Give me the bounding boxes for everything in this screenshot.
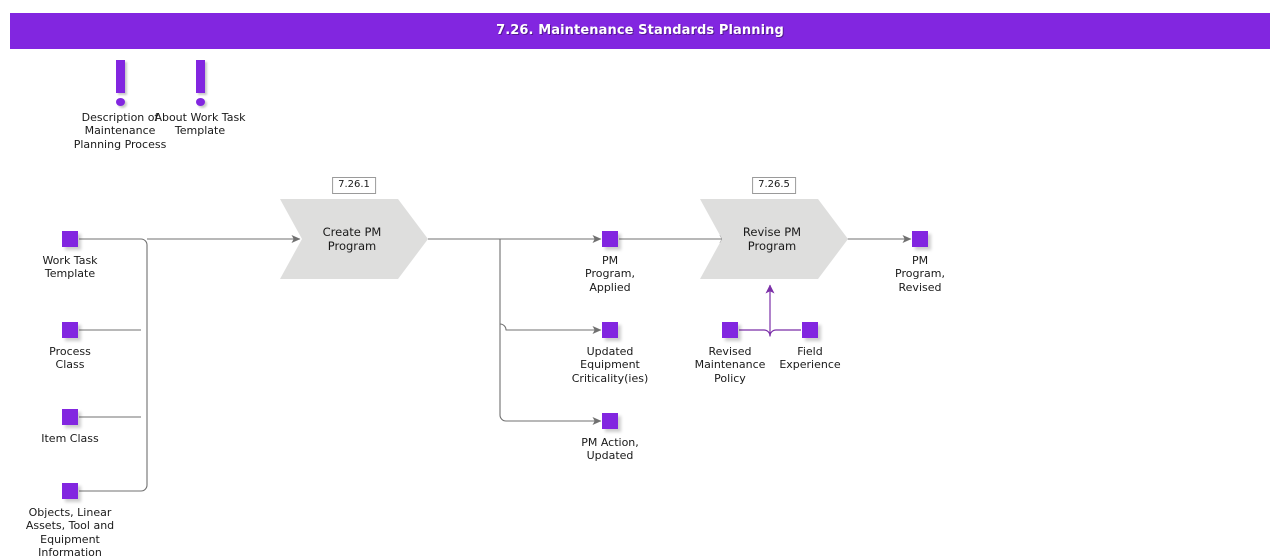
node-label: Process Class (49, 345, 91, 372)
node-updated-equipment-criticality[interactable]: Updated Equipment Criticality(ies) (535, 322, 685, 385)
node-label: Field Experience (779, 345, 841, 372)
process-id-badge: 7.26.1 (332, 177, 376, 194)
node-label: PM Program, Revised (895, 254, 945, 294)
note-marker[interactable]: About Work Task Template (140, 60, 260, 138)
process-revise-pm-program[interactable]: 7.26.5 Revise PM Program (700, 177, 848, 279)
node-pm-program-revised[interactable]: PM Program, Revised (845, 231, 995, 294)
node-field-experience[interactable]: Field Experience (735, 322, 885, 372)
data-object-icon (62, 409, 78, 425)
node-pm-action-updated[interactable]: PM Action, Updated (535, 413, 685, 463)
note-label: Description of Maintenance Planning Proc… (73, 111, 167, 151)
node-pm-program-applied[interactable]: PM Program, Applied (535, 231, 685, 294)
node-label: Item Class (41, 432, 99, 445)
data-object-icon (602, 413, 618, 429)
note-marker[interactable]: Description of Maintenance Planning Proc… (60, 60, 180, 151)
node-label: Updated Equipment Criticality(ies) (571, 345, 649, 385)
node-objects-linear-assets-tool-equipment-information[interactable]: Objects, Linear Assets, Tool and Equipme… (0, 483, 145, 560)
data-object-icon (912, 231, 928, 247)
node-label: PM Program, Applied (585, 254, 635, 294)
data-object-icon (62, 231, 78, 247)
node-process-class[interactable]: Process Class (0, 322, 145, 372)
data-object-icon (602, 322, 618, 338)
process-shape (700, 199, 848, 279)
process-label: Create PM Program (322, 225, 382, 253)
process-label: Revise PM Program (742, 225, 802, 253)
wire-to-pm-action-updated (499, 239, 602, 425)
node-revised-maintenance-policy[interactable]: Revised Maintenance Policy (655, 322, 805, 385)
data-object-icon (62, 322, 78, 338)
data-object-icon (722, 322, 738, 338)
process-shape (280, 199, 428, 279)
node-item-class[interactable]: Item Class (0, 409, 145, 445)
page-title-bar: 7.26. Maintenance Standards Planning (10, 13, 1270, 49)
page-title: 7.26. Maintenance Standards Planning (496, 23, 784, 38)
data-object-icon (802, 322, 818, 338)
node-label: Work Task Template (42, 254, 98, 281)
node-label: Revised Maintenance Policy (694, 345, 766, 385)
node-work-task-template[interactable]: Work Task Template (0, 231, 145, 281)
node-label: PM Action, Updated (581, 436, 639, 463)
data-object-icon (62, 483, 78, 499)
process-id-badge: 7.26.5 (752, 177, 796, 194)
exclamation-icon (195, 60, 205, 106)
wire-left-bus (79, 238, 148, 492)
note-label: About Work Task Template (154, 111, 246, 138)
wire-to-updated-equipment-criticality (499, 323, 602, 334)
process-create-pm-program[interactable]: 7.26.1 Create PM Program (280, 177, 428, 279)
data-object-icon (602, 231, 618, 247)
exclamation-icon (115, 60, 125, 106)
